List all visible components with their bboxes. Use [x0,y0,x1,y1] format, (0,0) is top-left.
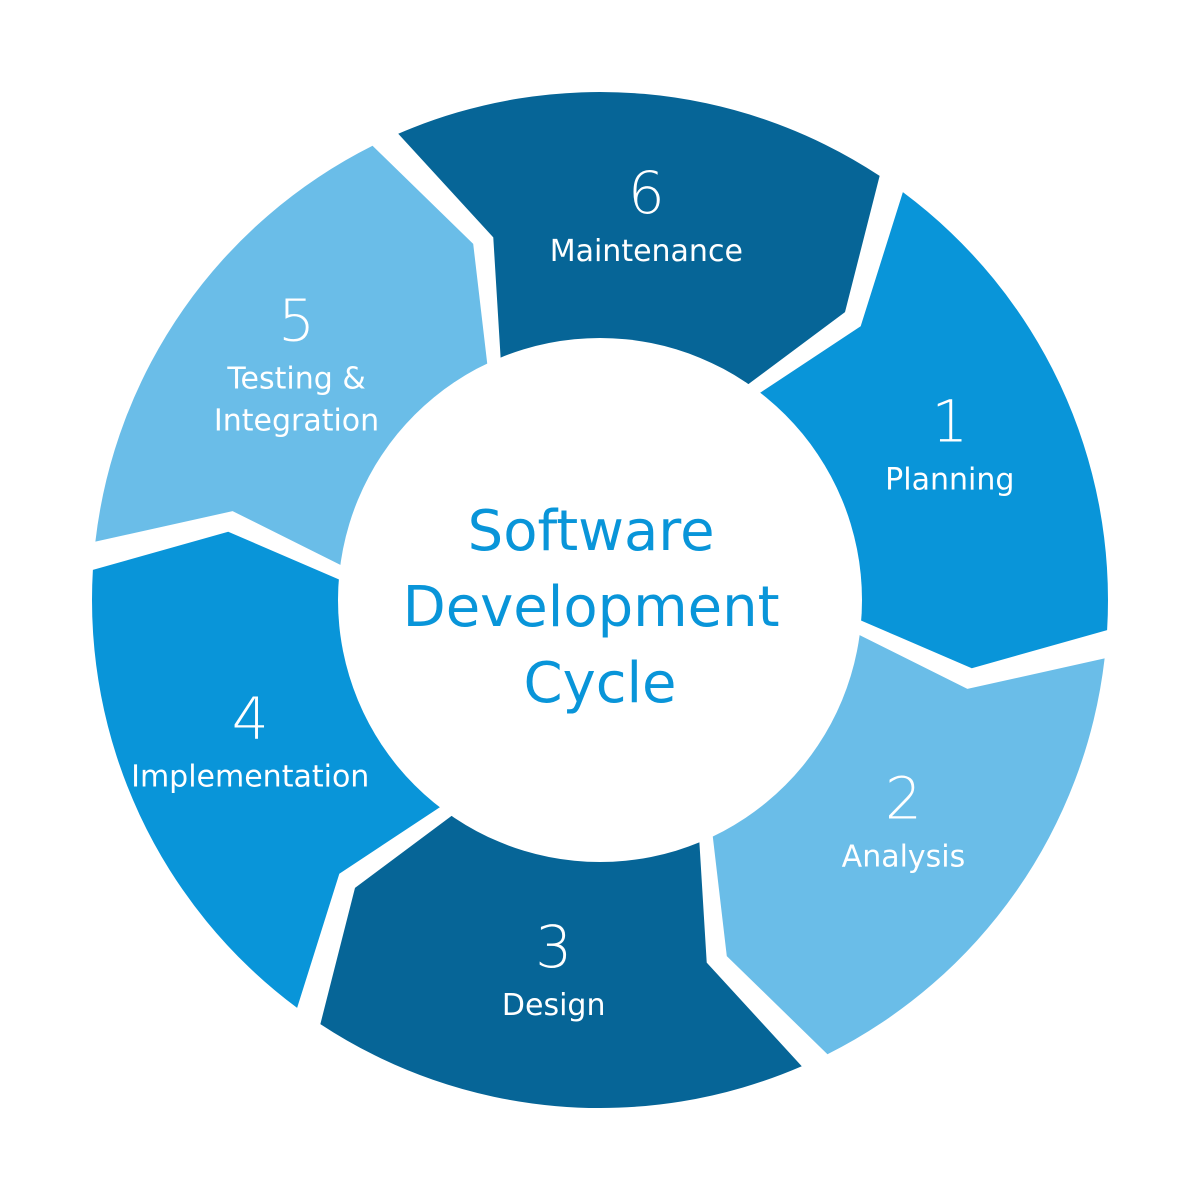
segment-3 [320,807,802,1108]
stage-4-label-line-1: Implementation [131,759,369,794]
segment-1 [747,192,1108,669]
stage-2-label-line-1: Analysis [842,840,966,875]
stage-6-label-line-1: Maintenance [550,234,743,269]
segment-6 [398,91,880,393]
center-title: Software Development Cycle [403,499,798,716]
stage-6-number: 6 [628,159,665,227]
stage-3-number: 3 [535,913,572,981]
stage-5-label-line-1: Testing & [226,361,365,396]
stage-1-number: 1 [931,388,968,456]
center-title-line-1: Software [468,499,715,564]
stage-5-number: 5 [278,286,315,354]
segment-4 [92,531,453,1008]
stage-5-label-line-2: Integration [214,403,379,438]
center-circle [338,338,862,862]
center-title-line-2: Development [403,575,780,640]
stage-1-label-line-1: Planning [885,463,1014,498]
stage-3-label-line-1: Design [502,988,606,1023]
stage-4-number: 4 [232,684,269,752]
stage-2-number: 2 [885,765,922,833]
center-title-line-3: Cycle [523,651,676,716]
